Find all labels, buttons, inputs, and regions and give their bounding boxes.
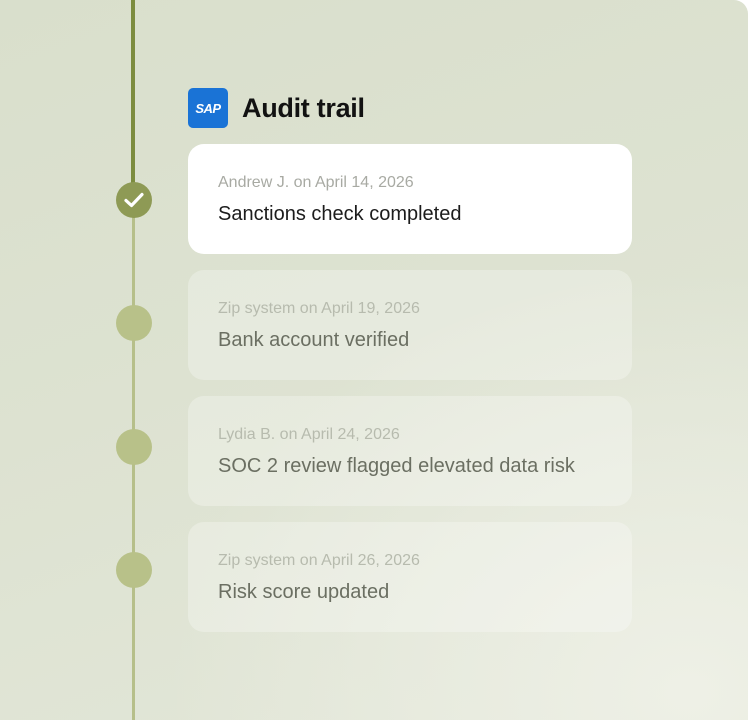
entry-meta: Zip system on April 19, 2026: [218, 300, 420, 317]
timeline-node-completed: [116, 182, 152, 218]
audit-entry-card[interactable]: Zip system on April 26, 2026 Risk score …: [188, 522, 632, 632]
timeline-rail-completed: [131, 0, 135, 200]
timeline-node-pending: [116, 552, 152, 588]
check-icon: [124, 192, 144, 208]
sap-logo: SAP: [188, 88, 228, 128]
entry-event: Sanctions check completed: [218, 203, 462, 225]
entry-event: Risk score updated: [218, 581, 390, 603]
entry-meta: Andrew J. on April 14, 2026: [218, 174, 414, 191]
audit-entry-card[interactable]: Lydia B. on April 24, 2026 SOC 2 review …: [188, 396, 632, 506]
audit-trail-header: SAP Audit trail: [188, 88, 365, 128]
audit-entry-card[interactable]: Andrew J. on April 14, 2026 Sanctions ch…: [188, 144, 632, 254]
page-title: Audit trail: [242, 92, 365, 123]
timeline-node-pending: [116, 305, 152, 341]
entry-event: Bank account verified: [218, 329, 410, 351]
entry-meta: Lydia B. on April 24, 2026: [218, 426, 400, 443]
timeline-node-pending: [116, 429, 152, 465]
entry-meta: Zip system on April 26, 2026: [218, 552, 420, 569]
audit-entry-card[interactable]: Zip system on April 19, 2026 Bank accoun…: [188, 270, 632, 380]
entry-event: SOC 2 review flagged elevated data risk: [218, 455, 575, 477]
